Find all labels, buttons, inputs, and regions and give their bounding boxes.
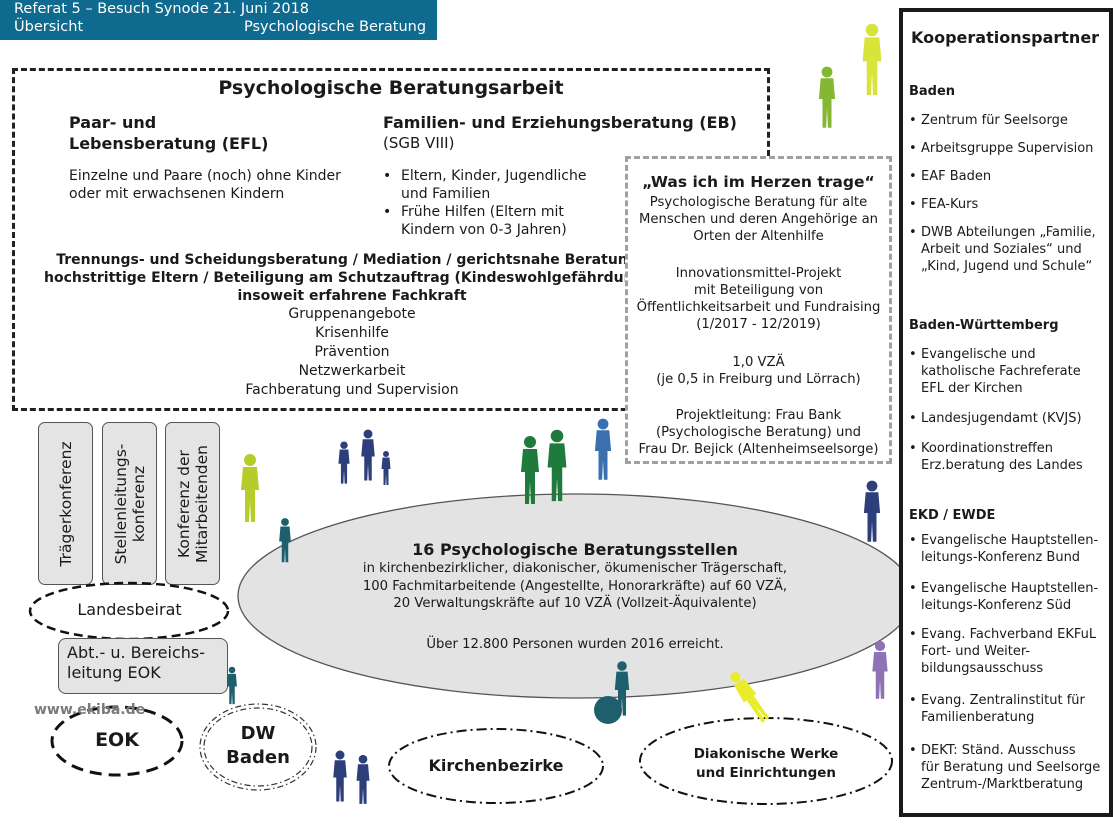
beratungsarbeit-box: Psychologische Beratungsarbeit Paar- und… bbox=[12, 68, 770, 411]
angebote-list: Gruppenangebote Krisenhilfe Prävention N… bbox=[7, 305, 697, 400]
kooperationspartner-item: •EAF Baden bbox=[909, 169, 992, 184]
section-baden-wuerttemberg: Baden-Württemberg bbox=[909, 318, 1059, 333]
herzen-vza: 1,0 VZÄ(je 0,5 in Freiburg und Lörrach) bbox=[656, 355, 861, 387]
kooperationspartner-item: •Arbeitsgruppe Supervision bbox=[909, 141, 1094, 156]
header-left: Übersicht bbox=[14, 19, 84, 35]
person-yellow-kicking-icon bbox=[726, 668, 772, 725]
footer-url: www.ekiba.de bbox=[34, 702, 146, 718]
abteilungsleitung-box: Abt.- u. Bereichs- leitung EOK bbox=[58, 638, 228, 694]
center-title: 16 Psychologische Beratungsstellen bbox=[412, 540, 738, 559]
center-text: 16 Psychologische Beratungsstellen in ki… bbox=[300, 540, 850, 653]
angebot-item: Krisenhilfe bbox=[315, 325, 389, 341]
person-green-arms-icon bbox=[818, 66, 836, 128]
header-title: Referat 5 – Besuch Synode 21. Juni 2018 bbox=[14, 1, 310, 17]
dw-ellipse bbox=[199, 703, 317, 791]
abteilungsleitung-line1: Abt.- u. Bereichs- bbox=[67, 643, 206, 662]
trennung-line1: Trennungs- und Scheidungsberatung / Medi… bbox=[56, 252, 648, 268]
herzen-title: „Was ich im Herzen trage“ bbox=[642, 173, 875, 191]
efl-title: Paar- und Lebensberatung (EFL) bbox=[69, 112, 268, 154]
person-lime-standing-icon bbox=[241, 454, 259, 522]
herzen-box: „Was ich im Herzen trage“ Psychologische… bbox=[625, 156, 892, 464]
person-lime-walking-icon bbox=[862, 23, 882, 96]
person-teal-stroller-icon bbox=[594, 661, 630, 724]
section-baden: Baden bbox=[909, 84, 956, 99]
header-banner: Referat 5 – Besuch Synode 21. Juni 2018 … bbox=[0, 0, 437, 40]
elderly-couple-navy-icon bbox=[333, 750, 370, 804]
kooperationspartner-item: •Evangelische Hauptstellen-leitungs-Konf… bbox=[909, 581, 1099, 613]
efl-description: Einzelne und Paare (noch) ohne Kinder od… bbox=[69, 167, 341, 203]
center-reach: Über 12.800 Personen wurden 2016 erreich… bbox=[426, 636, 724, 652]
eb-title: Familien- und Erziehungsberatung (EB) bbox=[383, 113, 737, 132]
angebot-item: Netzwerkarbeit bbox=[298, 363, 406, 379]
kirchenbezirke-ellipse bbox=[388, 728, 604, 804]
angebot-item: Fachberatung und Supervision bbox=[245, 382, 459, 398]
kooperationspartner-item: •Zentrum für Seelsorge bbox=[909, 113, 1068, 128]
trennung-line3: insoweit erfahrene Fachkraft bbox=[237, 288, 467, 304]
person-purple-jumping-icon bbox=[872, 640, 888, 699]
kooperationspartner-panel: Kooperationspartner Baden •Zentrum für S… bbox=[899, 8, 1113, 817]
efl-desc-line2: oder mit erwachsenen Kindern bbox=[69, 186, 285, 202]
dw-ellipse-inner bbox=[203, 707, 313, 787]
center-line: in kirchenbezirklicher, diakonischer, ök… bbox=[362, 561, 788, 576]
eok-label: EOK bbox=[95, 729, 139, 751]
beratungsarbeit-title: Psychologische Beratungsarbeit bbox=[218, 77, 564, 99]
efl-title-line2: Lebensberatung (EFL) bbox=[69, 134, 269, 153]
stellenleitungskonferenz-box: Stellenleitungs-konferenz bbox=[102, 422, 157, 585]
kooperationspartner-item: •Landesjugendamt (KVJS) bbox=[909, 411, 1082, 426]
person-teal-small-icon bbox=[227, 666, 237, 705]
eok-ellipse bbox=[50, 705, 184, 777]
abteilungsleitung-line2: leitung EOK bbox=[67, 663, 161, 682]
herzen-leitung: Projektleitung: Frau Bank(Psychologische… bbox=[638, 408, 879, 457]
kooperationspartner-item: •DWB Abteilungen „Familie,Arbeit und Soz… bbox=[909, 225, 1096, 274]
person-teal-kneeling-icon bbox=[279, 518, 291, 563]
person-navy-right-icon bbox=[863, 480, 881, 542]
kooperationspartner-title: Kooperationspartner bbox=[911, 28, 1100, 47]
landesbeirat-label: Landesbeirat bbox=[77, 600, 182, 619]
kooperationspartner-item: •Evangelische Hauptstellen-leitungs-Konf… bbox=[909, 533, 1099, 565]
kooperationspartner-item: •FEA-Kurs bbox=[909, 197, 979, 212]
section-ekd: EKD / EWDE bbox=[909, 508, 996, 523]
kirchenbezirke-label: Kirchenbezirke bbox=[428, 756, 564, 775]
efl-title-line1: Paar- und bbox=[69, 113, 157, 132]
landesbeirat-ellipse bbox=[28, 581, 230, 641]
trennung-line2: hochstrittige Eltern / Beteiligung am Sc… bbox=[43, 270, 660, 286]
header-right: Psychologische Beratung bbox=[244, 19, 427, 35]
couple-green-icon bbox=[521, 429, 567, 504]
family-navy-icon bbox=[338, 429, 391, 485]
trennung-text: Trennungs- und Scheidungsberatung / Medi… bbox=[7, 251, 697, 305]
center-line: 20 Verwaltungskräfte auf 10 VZÄ (Vollzei… bbox=[393, 596, 757, 611]
center-line: 100 Fachmitarbeitende (Angestellte, Hono… bbox=[362, 578, 788, 594]
eb-subtitle: (SGB VIII) bbox=[383, 134, 455, 152]
efl-desc-line1: Einzelne und Paare (noch) ohne Kinder bbox=[69, 168, 341, 184]
traegerkonferenz-box: Trägerkonferenz bbox=[38, 422, 93, 585]
angebot-item: Prävention bbox=[314, 344, 390, 360]
person-blue-icon bbox=[594, 418, 612, 480]
people-figures bbox=[227, 23, 888, 804]
angebot-item: Gruppenangebote bbox=[288, 306, 416, 322]
